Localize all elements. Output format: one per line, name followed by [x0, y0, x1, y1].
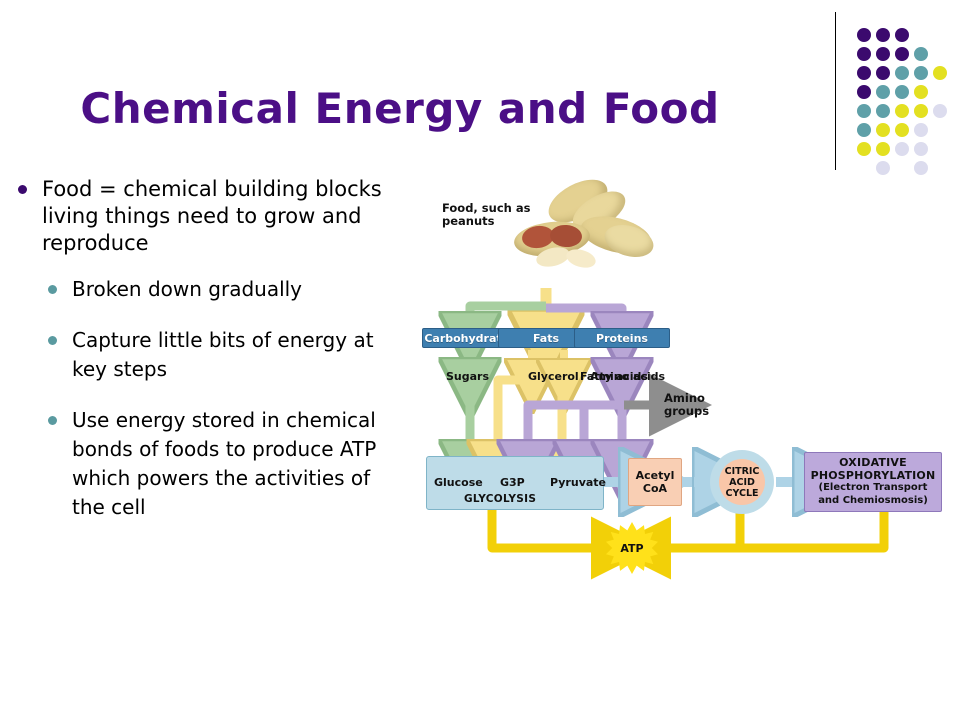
bullet-text: Capture little bits of energy at key ste… [72, 328, 374, 381]
logo-dot [876, 123, 890, 137]
glycolysis-pathway-label: GLYCOLYSIS [464, 493, 537, 505]
node-g3p-label: G3P [500, 476, 525, 489]
logo-dot [914, 66, 928, 80]
logo-dot [857, 123, 871, 137]
logo-dot [895, 66, 909, 80]
logo-dot [876, 161, 890, 175]
node-pyruvate: Pyruvate [550, 476, 606, 489]
decorative-dot-grid-logo [832, 6, 960, 175]
bullet-text: Food = chemical building blocks living t… [42, 177, 382, 255]
logo-dot [857, 104, 871, 118]
list-item: Food = chemical building blocks living t… [0, 176, 430, 257]
oxphos-line-4: and Chemiosmosis) [818, 494, 928, 506]
logo-dot [895, 85, 909, 99]
logo-dot [876, 66, 890, 80]
bullet-list: Food = chemical building blocks living t… [0, 176, 430, 528]
logo-dot [876, 142, 890, 156]
logo-dot [857, 85, 871, 99]
page-title: Chemical Energy and Food [80, 84, 720, 133]
bullet-text: Use energy stored in chemical bonds of f… [72, 408, 377, 519]
food-caption: Food, such as peanuts [442, 202, 542, 228]
node-amino-acids-label: Amino acids [590, 370, 666, 383]
bullet-marker-icon [48, 416, 57, 425]
list-item: Capture little bits of energy at key ste… [0, 326, 430, 384]
logo-dot [895, 123, 909, 137]
node-glucose-label: Glucose [434, 476, 483, 489]
bullet-text: Broken down gradually [72, 277, 303, 301]
logo-dot [914, 85, 928, 99]
food-caption-line-1: Food, such as [442, 201, 531, 215]
node-proteins-label: Proteins [596, 331, 648, 345]
citric-cycle-line-1: CITRIC [724, 465, 760, 477]
citric-cycle-line-3: CYCLE [725, 487, 759, 499]
logo-dot [914, 142, 928, 156]
logo-dot [857, 47, 871, 61]
list-item: Use energy stored in chemical bonds of f… [0, 406, 430, 522]
node-fatty-acids-label: Fatty acids [580, 370, 648, 383]
node-sugars: Sugars [446, 370, 489, 383]
node-citric-acid-cycle: CITRIC ACID CYCLE [710, 450, 774, 514]
acetyl-coa-line-1: Acetyl [635, 469, 675, 482]
node-amino-groups: Amino groups [664, 392, 734, 418]
peanut-photo [494, 170, 658, 282]
cellular-respiration-diagram: Food, such as peanuts Carbohydrates Fats… [422, 170, 960, 600]
node-oxidative-phosphorylation: OXIDATIVE PHOSPHORYLATION (Electron Tran… [804, 452, 942, 512]
node-glucose: Glucose [434, 476, 483, 489]
node-carbohydrates-label: Carbohydrates [424, 331, 516, 345]
bullet-marker-icon [18, 185, 27, 194]
logo-dot [895, 28, 909, 42]
logo-dot [876, 104, 890, 118]
atp-star-icon: ATP [606, 522, 658, 574]
logo-dot [857, 66, 871, 80]
node-amino-acids: Amino acids [590, 370, 665, 383]
node-glycolysis-box [426, 456, 604, 510]
logo-dot [933, 66, 947, 80]
logo-dot [914, 47, 928, 61]
node-fatty-acids: Fatty acids [580, 370, 648, 383]
citric-cycle-line-2: ACID [729, 476, 755, 488]
food-caption-line-2: peanuts [442, 214, 495, 228]
citric-cycle-core: CITRIC ACID CYCLE [719, 459, 765, 505]
node-proteins: Proteins [574, 328, 670, 348]
logo-dot [933, 104, 947, 118]
list-item: Broken down gradually [0, 275, 430, 304]
logo-dot [895, 104, 909, 118]
logo-divider-line [835, 12, 836, 170]
bullet-marker-icon [48, 285, 57, 294]
logo-dot [914, 161, 928, 175]
node-carbohydrates: Carbohydrates [422, 328, 518, 348]
oxphos-line-2: PHOSPHORYLATION [810, 468, 936, 482]
logo-dot [876, 47, 890, 61]
atp-label: ATP [620, 541, 644, 555]
node-sugars-label: Sugars [446, 370, 490, 383]
logo-dot [857, 142, 871, 156]
logo-dot [895, 142, 909, 156]
logo-dot [895, 47, 909, 61]
amino-groups-line-2: groups [664, 404, 710, 418]
logo-dot [914, 123, 928, 137]
node-glycerol: Glycerol [528, 370, 579, 383]
oxphos-line-3: (Electron Transport [818, 482, 928, 493]
oxphos-line-1: OXIDATIVE [839, 456, 907, 469]
node-pyruvate-label: Pyruvate [550, 476, 607, 489]
node-acetyl-coa: Acetyl CoA [628, 458, 682, 506]
node-g3p: G3P [500, 476, 525, 489]
node-fats: Fats [498, 328, 594, 348]
logo-dot [914, 104, 928, 118]
logo-dot [857, 28, 871, 42]
node-glycerol-label: Glycerol [528, 370, 579, 383]
node-atp: ATP [606, 522, 658, 574]
logo-dot [876, 85, 890, 99]
amino-groups-line-1: Amino [664, 391, 705, 405]
acetyl-coa-line-2: CoA [642, 482, 668, 495]
node-fats-label: Fats [532, 331, 560, 345]
bullet-marker-icon [48, 336, 57, 345]
logo-dot [876, 28, 890, 42]
